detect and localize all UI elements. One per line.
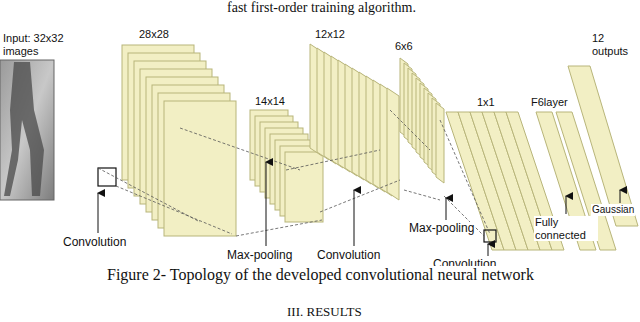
feature-maps-12 xyxy=(310,44,399,200)
operation-label: Fully connected xyxy=(534,216,598,241)
input-label: Input: 32x32 images xyxy=(2,32,76,57)
feature-map xyxy=(164,101,236,236)
operation-label: Max-pooling xyxy=(408,222,475,236)
operation-label: Gaussian xyxy=(591,204,635,216)
size-label: 14x14 xyxy=(254,95,286,108)
pointer-arrows xyxy=(98,162,620,256)
output-label: 12 outputs xyxy=(591,32,637,57)
size-label: 6x6 xyxy=(394,40,414,53)
running-text: fast first-order training algorithm. xyxy=(226,0,417,16)
figure-caption: Figure 2- Topology of the developed conv… xyxy=(106,266,535,284)
layer-label: F6layer xyxy=(530,96,569,109)
operation-label: Max-pooling xyxy=(226,249,293,263)
section-heading: III. RESULTS xyxy=(286,305,363,320)
size-label: 12x12 xyxy=(314,28,346,41)
input-photo xyxy=(0,60,54,200)
size-label: 28x28 xyxy=(138,28,170,41)
feature-map xyxy=(285,152,323,222)
operation-label: Convolution xyxy=(316,249,381,263)
feature-maps-6 xyxy=(400,58,444,183)
feature-maps-28 xyxy=(122,45,236,236)
dashed-connections xyxy=(98,110,490,236)
feature-map xyxy=(436,103,444,183)
feature-map xyxy=(387,88,399,200)
size-label: 1x1 xyxy=(476,96,496,109)
receptive-fields xyxy=(98,168,496,242)
operation-label: Convolution xyxy=(62,236,127,250)
